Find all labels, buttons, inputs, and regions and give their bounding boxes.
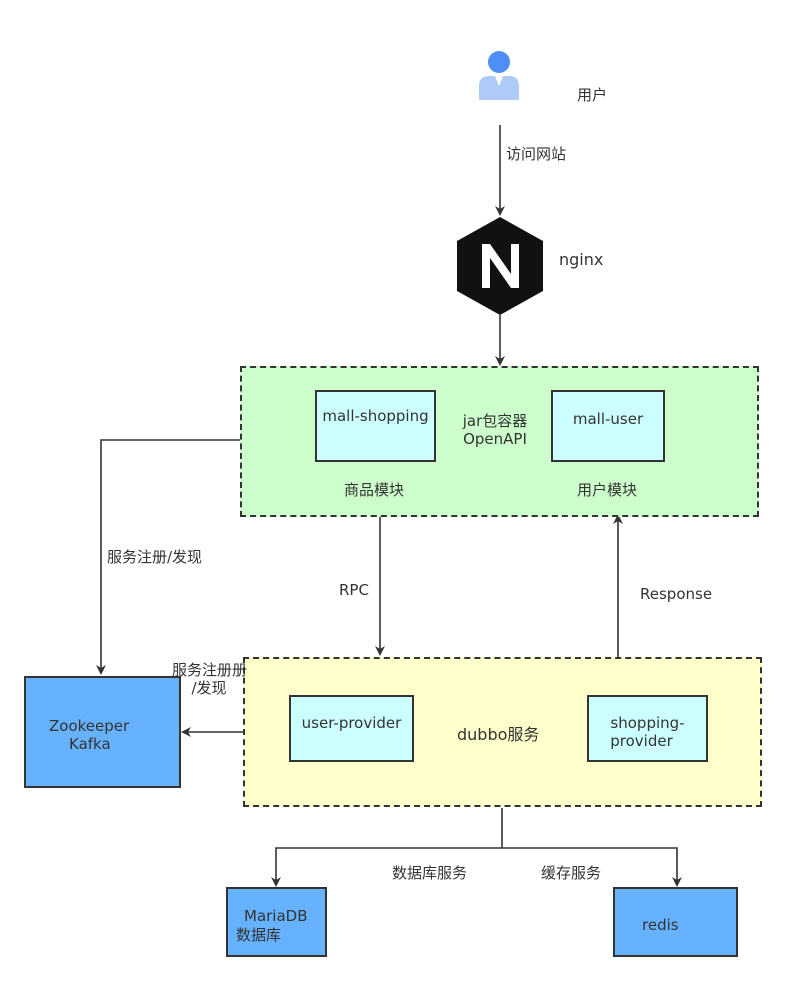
edge-to-database (271, 847, 502, 887)
shopping-provider-line2: provider (610, 732, 673, 750)
database-box: MariaDB 数据库 (226, 887, 327, 957)
jar-title-line1: jar包容器 (462, 412, 528, 430)
user-provider-label: user-provider (301, 714, 402, 732)
cache-box: redis (613, 887, 738, 957)
edge-label-register-discover-2: 服务注册册 /发现 (172, 661, 248, 697)
jar-container-title: jar包容器 OpenAPI (445, 412, 545, 448)
user-icon (476, 48, 522, 102)
nginx-label: nginx (559, 250, 604, 269)
user-label: 用户 (577, 86, 608, 104)
jar-title-line2: OpenAPI (463, 430, 527, 448)
mall-shopping-module: mall-shopping (315, 390, 436, 462)
dubbo-container-title: dubbo服务 (457, 725, 540, 744)
cache-label: redis (642, 916, 679, 934)
register-line1: 服务注册册 (172, 661, 248, 679)
edge-label-rpc: RPC (339, 581, 369, 599)
edge-label-db-service: 数据库服务 (392, 864, 468, 882)
database-line1: MariaDB (244, 907, 308, 925)
user-provider-module: user-provider (289, 695, 414, 762)
registry-box: Zookeeper Kafka (24, 676, 181, 788)
shopping-provider-line1: shopping- (610, 714, 685, 732)
mall-shopping-label: mall-shopping (322, 407, 429, 425)
registry-line2: Kafka (69, 735, 111, 753)
database-line2: 数据库 (236, 926, 282, 944)
edge-label-cache-service: 缓存服务 (541, 864, 602, 882)
edge-label-register-discover: 服务注册/发现 (107, 548, 203, 566)
edge-to-cache (502, 847, 682, 887)
nginx-logo-icon (455, 216, 545, 316)
mall-user-label: mall-user (572, 410, 644, 428)
edge-jar-to-registry (96, 439, 240, 675)
mall-user-module: mall-user (551, 390, 665, 462)
shopping-provider-label: shopping- provider (589, 714, 706, 750)
mall-shopping-caption: 商品模块 (344, 481, 405, 499)
edge-label-response: Response (640, 585, 713, 603)
register-line2: /发现 (191, 679, 227, 697)
mall-user-caption: 用户模块 (577, 481, 638, 499)
shopping-provider-module: shopping- provider (587, 695, 708, 762)
edge-label-visit-site: 访问网站 (506, 145, 567, 163)
registry-line1: Zookeeper (49, 717, 130, 735)
